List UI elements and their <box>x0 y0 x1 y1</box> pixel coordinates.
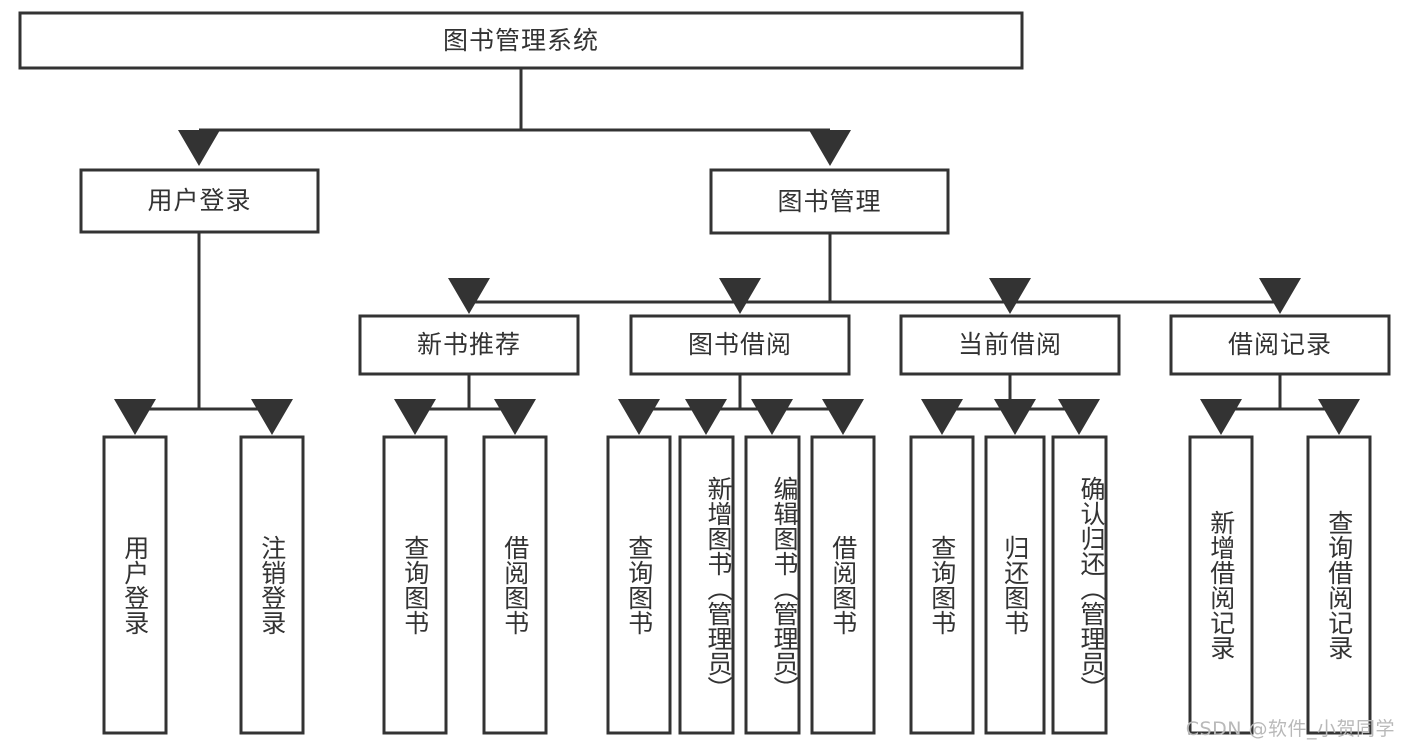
node-box-leaf-return-book[interactable] <box>984 435 1046 735</box>
node-box-leaf-add-record[interactable] <box>1188 435 1254 735</box>
node-box-leaf-add-book[interactable] <box>678 435 735 735</box>
node-box-leaf-query-book-2[interactable] <box>606 435 672 735</box>
node-box-leaf-borrow-book-1[interactable] <box>482 435 548 735</box>
node-box-user-login[interactable] <box>79 168 320 234</box>
node-box-leaf-query-record[interactable] <box>1306 435 1372 735</box>
node-box-leaf-borrow-book-2[interactable] <box>810 435 876 735</box>
node-box-book-management[interactable] <box>709 168 950 235</box>
node-box-leaf-confirm-return[interactable] <box>1051 435 1108 735</box>
node-box-leaf-user-login[interactable] <box>102 435 168 735</box>
node-box-leaf-logout[interactable] <box>239 435 305 735</box>
node-box-new-book-recommend[interactable] <box>358 314 580 376</box>
node-box-borrow-record[interactable] <box>1169 314 1391 376</box>
node-box-leaf-edit-book[interactable] <box>744 435 801 735</box>
node-box-book-borrow[interactable] <box>629 314 851 376</box>
node-box-current-borrow[interactable] <box>899 314 1121 376</box>
node-box-root[interactable] <box>18 11 1024 70</box>
node-box-leaf-query-book-3[interactable] <box>909 435 975 735</box>
node-box-leaf-query-book-1[interactable] <box>382 435 448 735</box>
